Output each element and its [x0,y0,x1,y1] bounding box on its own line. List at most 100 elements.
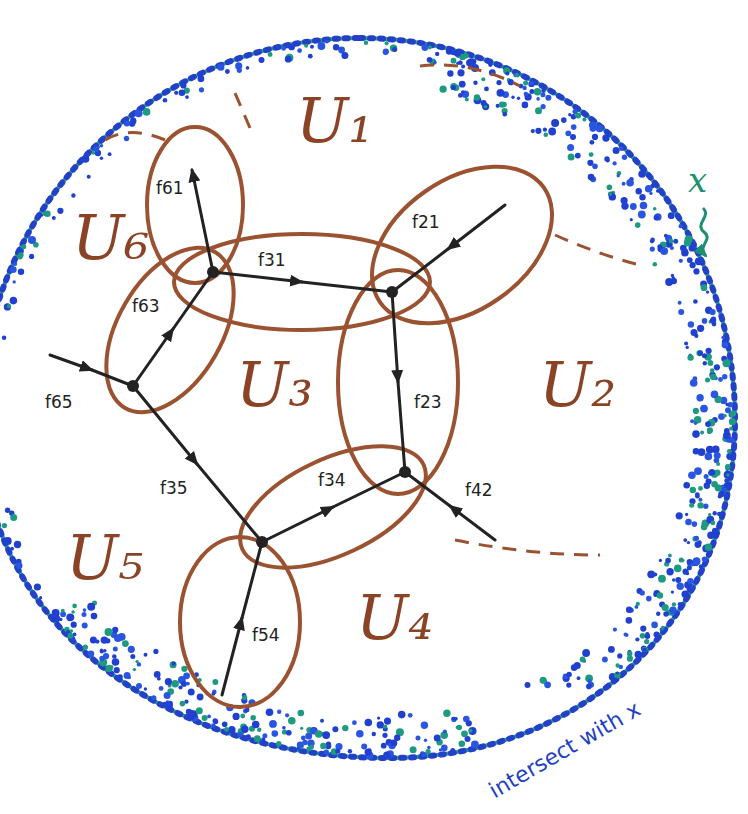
shading-dot [577,676,581,680]
shading-dot [44,211,50,217]
map-label: f65 [45,392,73,412]
shading-dot [466,720,472,726]
shading-dot [10,514,17,521]
shading-dot [679,259,683,263]
shading-dot [172,662,176,666]
shading-dot [725,464,731,470]
shading-dot [692,521,698,527]
shading-dot [702,318,708,324]
shading-dot [320,743,326,749]
shading-dot [626,617,633,624]
shading-dot [673,239,678,244]
shading-dot [693,557,701,565]
shading-dot [709,469,715,475]
shading-dot [154,671,161,678]
shading-dot [82,612,87,617]
shading-dot [297,742,304,749]
shading-dot [511,96,514,99]
shading-dot [607,185,613,191]
shading-dot [574,662,581,669]
shading-dot [198,75,205,82]
shading-dot [708,360,714,366]
shading-dot [277,710,281,714]
shading-dot [82,623,88,629]
shading-dot [383,752,391,760]
shading-dot [566,683,571,688]
region-name: U₁ [296,90,373,152]
shading-dot [130,117,136,123]
shading-dot [679,224,683,228]
shading-dot [710,368,715,373]
shading-dot [385,41,389,45]
shading-dot [675,577,681,583]
shading-dot [434,735,441,742]
shading-dot [568,113,571,116]
shading-dot [726,453,733,460]
shading-dot [596,124,604,132]
shading-dot [427,57,433,63]
shading-dot [5,508,10,513]
shading-dot [708,513,711,516]
shading-dot [696,394,703,401]
shading-dot [301,736,306,741]
shading-dot [261,737,265,741]
graph-edge [262,507,333,542]
shading-dot [710,374,717,381]
dashed-boundary [420,65,520,86]
dot-shading [2,39,736,759]
shading-dot [684,239,691,246]
shading-dot [180,701,186,707]
shading-dot [165,678,172,685]
shading-dot [699,564,704,569]
shading-dot [702,557,708,563]
shading-dot [365,749,372,756]
overlap-oval [180,537,300,707]
shading-dot [695,541,702,548]
shading-dot [687,578,693,584]
shading-dot [364,41,368,45]
shading-dot [461,90,465,94]
shading-dot [690,487,696,493]
shading-dot [700,405,708,413]
shading-dot [551,119,559,127]
shading-dot [646,596,652,602]
shading-dot [644,639,649,644]
shading-dot [586,684,592,690]
shading-dot [451,58,457,64]
shading-dot [297,48,302,53]
shading-dot [122,640,129,647]
region-label: U₁ [292,88,377,154]
shading-dot [613,161,617,165]
map-label: f35 [160,478,188,498]
shading-dot [10,297,18,305]
shading-dot [662,604,669,611]
shading-dot [211,723,216,728]
shading-dot [225,69,230,74]
shading-dot [324,749,329,754]
shading-dot [21,244,26,249]
shading-dot [681,249,689,257]
shading-dot [640,590,645,595]
shading-dot [171,680,179,688]
shading-dot [670,246,674,250]
shading-dot [695,492,700,497]
shading-dot [543,128,547,132]
shading-dot [165,702,173,710]
shading-dot [466,59,473,66]
shading-dot [622,182,626,186]
shading-dot [474,94,480,100]
shading-dot [424,739,427,742]
shading-dot [333,44,339,50]
shading-dot [657,592,664,599]
shading-dot [59,618,62,621]
shading-dot [144,653,148,657]
shading-dot [687,541,690,544]
shading-dot [268,52,273,57]
shading-dot [383,48,389,54]
shading-dot [196,707,203,714]
region-label: U₅ [62,525,147,591]
shading-dot [695,257,703,265]
shading-dot [640,202,648,210]
shading-dot [697,325,704,332]
shading-dot [372,732,376,736]
